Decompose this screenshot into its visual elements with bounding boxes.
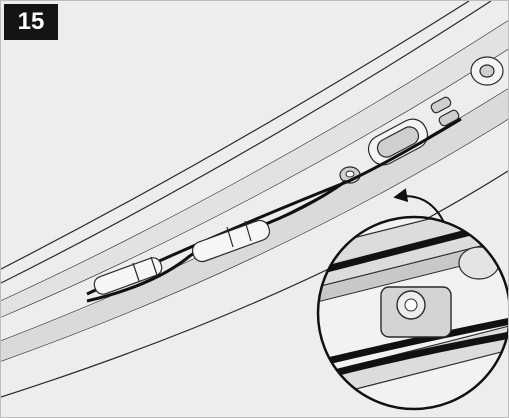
zoom-wire-lower — [318, 315, 508, 367]
zoom-clip-hole — [404, 298, 418, 312]
step-number-badge: 15 — [4, 4, 58, 40]
seal-channel — [1, 21, 508, 317]
latch-housing — [367, 56, 504, 166]
seal-lip — [1, 89, 508, 361]
small-slot-2 — [438, 109, 460, 127]
connector-left — [93, 257, 163, 295]
crimp-connectors — [93, 219, 271, 295]
screw-hole — [479, 64, 495, 78]
zoom-wire-lower-2 — [318, 329, 508, 381]
latch-slot-inner — [376, 126, 420, 158]
small-slot — [430, 96, 452, 114]
